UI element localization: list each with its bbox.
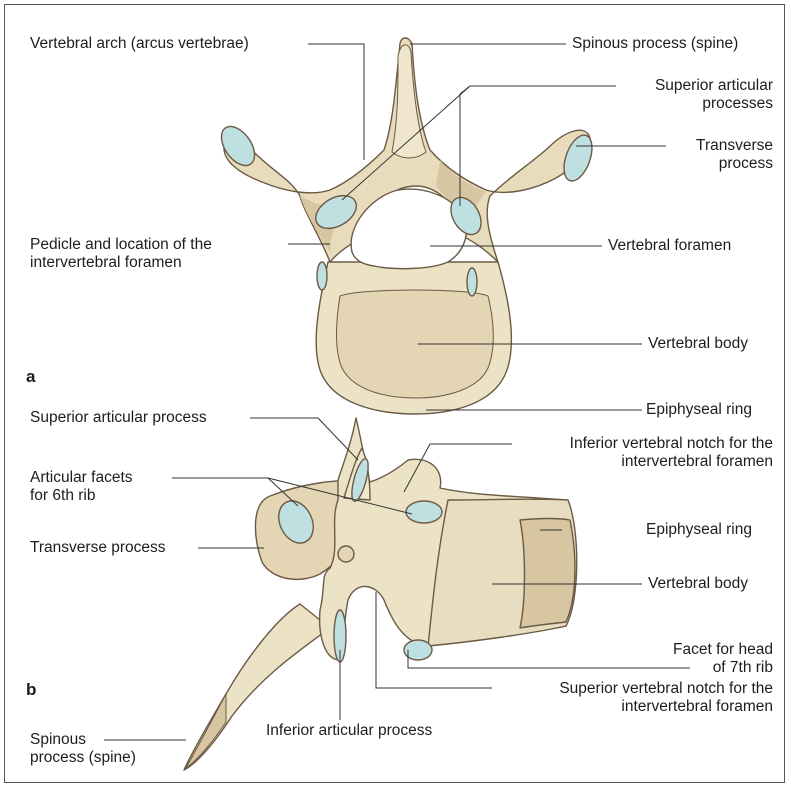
- label-pedicle: Pedicle and location of the intervertebr…: [30, 236, 212, 272]
- label-superior-notch-line2: intervertebral foramen: [559, 698, 773, 716]
- spinous-process-top: [392, 45, 426, 158]
- label-superior-articular-processes: Superior articular processes: [655, 77, 773, 113]
- label-articular-facets-line2: for 6th rib: [30, 487, 133, 505]
- label-inferior-articular-process: Inferior articular process: [266, 722, 432, 740]
- label-pedicle-line1: Pedicle and location of the: [30, 236, 212, 254]
- label-facet-head-line1: Facet for head: [673, 641, 773, 659]
- right-costal-facet: [467, 268, 477, 296]
- label-inferior-notch-line2: intervertebral foramen: [570, 453, 773, 471]
- label-vertebral-body-top: Vertebral body: [648, 335, 748, 353]
- label-epiphyseal-ring-lateral: Epiphyseal ring: [646, 521, 752, 539]
- label-transverse-process-lateral: Transverse process: [30, 539, 166, 557]
- lateral-view-vertebra: [184, 418, 577, 770]
- label-superior-articular-process: Superior articular process: [30, 409, 207, 427]
- label-spinous-process-top: Spinous process (spine): [572, 35, 738, 53]
- label-transverse-line1: Transverse: [696, 137, 773, 155]
- label-epiphyseal-ring-top: Epiphyseal ring: [646, 401, 752, 419]
- label-superior-articular-line1: Superior articular: [655, 77, 773, 95]
- superior-view-vertebra: [215, 38, 598, 414]
- arch-knob: [338, 546, 354, 562]
- label-superior-vertebral-notch: Superior vertebral notch for the interve…: [559, 680, 773, 716]
- label-inferior-notch-line1: Inferior vertebral notch for the: [570, 435, 773, 453]
- label-vertebral-arch: Vertebral arch (arcus vertebrae): [30, 35, 249, 53]
- label-vertebral-body-lateral: Vertebral body: [648, 575, 748, 593]
- label-facet-head-7th-rib: Facet for head of 7th rib: [673, 641, 773, 677]
- left-costal-facet: [317, 262, 327, 290]
- label-articular-facets: Articular facets for 6th rib: [30, 469, 133, 505]
- panel-label-a: a: [26, 367, 35, 387]
- superior-costal-facet: [406, 501, 442, 523]
- label-inferior-vertebral-notch: Inferior vertebral notch for the interve…: [570, 435, 773, 471]
- epiphyseal-ring-lateral: [520, 519, 575, 629]
- label-transverse-line2: process: [696, 155, 773, 173]
- label-transverse-process-top: Transverse process: [696, 137, 773, 173]
- label-pedicle-line2: intervertebral foramen: [30, 254, 212, 272]
- label-spinous-process-lateral: Spinous process (spine): [30, 731, 136, 767]
- label-facet-head-line2: of 7th rib: [673, 659, 773, 677]
- label-vertebral-foramen: Vertebral foramen: [608, 237, 731, 255]
- label-superior-articular-line2: processes: [655, 95, 773, 113]
- label-articular-facets-line1: Articular facets: [30, 469, 133, 487]
- label-spinous-line1: Spinous: [30, 731, 136, 749]
- spinous-shadow: [186, 694, 226, 768]
- label-spinous-line2: process (spine): [30, 749, 136, 767]
- label-superior-notch-line1: Superior vertebral notch for the: [559, 680, 773, 698]
- panel-label-b: b: [26, 680, 36, 700]
